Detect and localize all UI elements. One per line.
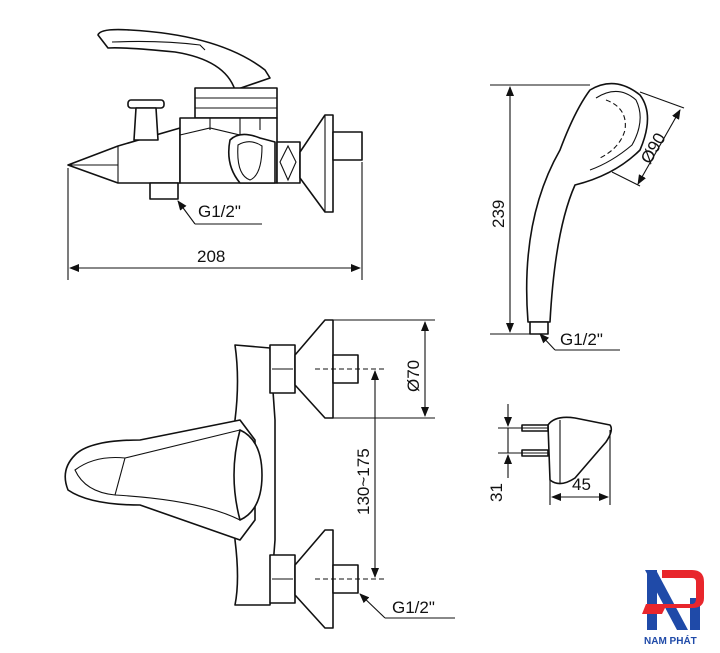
shower-thread xyxy=(529,321,549,335)
lower-pipe xyxy=(332,564,359,594)
lever-top xyxy=(233,429,263,521)
escutcheon xyxy=(299,114,334,213)
hand-shower: 239 Ø90 G1/2" xyxy=(489,82,685,351)
front-spout xyxy=(64,419,256,541)
spout-body xyxy=(67,127,181,184)
upper-pipe xyxy=(332,354,359,384)
mixer-side-view: G1/2" 208 xyxy=(67,28,363,280)
shower-holder: 31 45 xyxy=(487,404,613,505)
side-thread-label: G1/2" xyxy=(198,202,241,221)
lower-escutcheon xyxy=(294,529,334,629)
lever-handle xyxy=(97,28,271,91)
hex-nut xyxy=(276,141,301,184)
shower-thread-label: G1/2" xyxy=(560,330,603,349)
escutcheon-dia-label: Ø70 xyxy=(404,360,423,392)
mixer-front-view: Ø70 130~175 G1/2" xyxy=(64,319,455,629)
front-thread-label: G1/2" xyxy=(392,598,435,617)
shower-height-label: 239 xyxy=(489,200,508,228)
holder-body xyxy=(547,416,613,485)
width-dim-label: 208 xyxy=(197,247,225,266)
center-distance-label: 130~175 xyxy=(354,448,373,515)
wall-pipe xyxy=(332,131,363,161)
holder-height-label: 31 xyxy=(487,483,506,502)
logo-brand-text: NAM PHÁT xyxy=(644,634,697,647)
shower-body xyxy=(525,82,649,323)
cartridge-housing xyxy=(194,87,278,119)
holder-depth-label: 45 xyxy=(572,475,591,494)
nam-phat-logo: NAM PHÁT xyxy=(642,570,704,647)
shower-outlet xyxy=(149,182,179,200)
diverter-knob xyxy=(127,99,165,109)
diverter-stem xyxy=(133,107,159,141)
